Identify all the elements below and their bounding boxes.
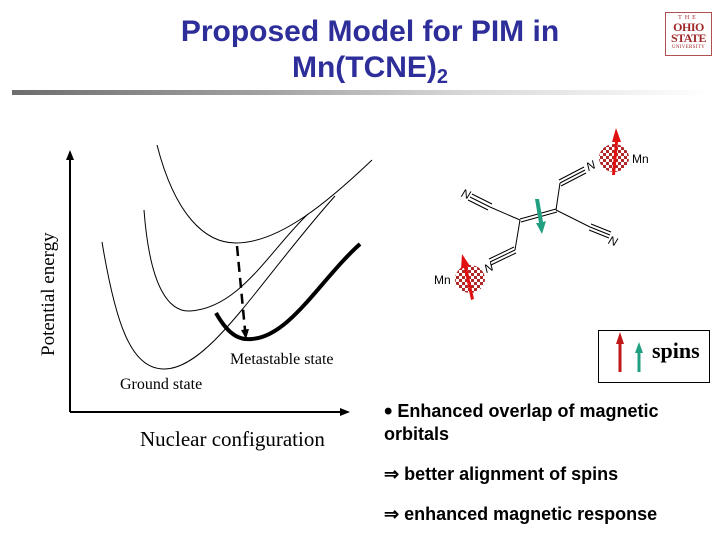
spins-legend-label: spins bbox=[652, 338, 700, 363]
spins-legend bbox=[598, 330, 710, 383]
y-axis-arrow-icon bbox=[66, 150, 74, 160]
y-axis-label: Potential energy bbox=[38, 232, 59, 356]
mn-label-top: Mn bbox=[632, 152, 649, 166]
nitrogen-label: N bbox=[584, 157, 598, 173]
title-divider bbox=[12, 90, 712, 95]
implies-arrow-icon: ⇒ bbox=[384, 464, 400, 484]
spin-legend-arrows bbox=[616, 332, 643, 372]
logo-university: UNIVERSITY bbox=[672, 45, 705, 50]
spin-up-arrow-icon bbox=[461, 254, 474, 300]
transition-dashed-arrow bbox=[235, 245, 247, 331]
nitrogen-label: N bbox=[607, 233, 620, 249]
bullet-point-3-text: enhanced magnetic response bbox=[404, 504, 658, 524]
title-line-1: Proposed Model for PIM in bbox=[180, 15, 560, 48]
conclusion-list: • Enhanced overlap of magnetic orbitals … bbox=[384, 400, 714, 543]
bullet-point-2-text: better alignment of spins bbox=[404, 464, 619, 484]
logo-the: THE bbox=[678, 15, 699, 21]
nitrogen-label: N bbox=[482, 259, 496, 275]
x-axis-arrow-icon bbox=[340, 408, 350, 416]
tcne-molecule: N N N N Mn Mn bbox=[434, 128, 649, 300]
logo-state: STATE bbox=[670, 31, 707, 45]
title-line-2: Mn(TCNE)2 bbox=[291, 51, 449, 88]
excited-state-curve bbox=[156, 144, 373, 244]
title-subscript: 2 bbox=[436, 66, 449, 88]
ohio-state-logo: THE OHIO STATE UNIVERSITY bbox=[665, 12, 712, 56]
slide-title: Proposed Model for PIM in Mn(TCNE)2 bbox=[120, 14, 620, 88]
spin-up-arrow-icon bbox=[612, 128, 621, 175]
transition-arrowhead-icon bbox=[241, 329, 249, 339]
metastable-state-label: Metastable state bbox=[230, 351, 334, 368]
metal-spin-arrow-icon bbox=[616, 332, 624, 344]
ground-state-curve bbox=[101, 195, 336, 370]
mn-orbital-bottom bbox=[455, 265, 485, 293]
x-axis-label: Nuclear configuration bbox=[140, 427, 325, 451]
ligand-spin-arrow-icon bbox=[635, 342, 643, 353]
ground-state-label: Ground state bbox=[120, 376, 202, 393]
logo-ohio: OHIO bbox=[673, 20, 704, 34]
spin-down-arrow-icon bbox=[535, 199, 546, 234]
nitrogen-label: N bbox=[460, 186, 473, 202]
axes bbox=[66, 150, 350, 416]
implies-arrow-icon: ⇒ bbox=[384, 504, 400, 524]
intermediate-state-curve bbox=[143, 209, 309, 312]
bullet-point-2: ⇒ better alignment of spins bbox=[384, 463, 714, 485]
bullet-point-1: • Enhanced overlap of magnetic orbitals bbox=[384, 400, 714, 445]
mn-label-bottom: Mn bbox=[434, 273, 451, 287]
metastable-state-curve bbox=[214, 242, 362, 342]
bullet-point-1-text: Enhanced overlap of magnetic orbitals bbox=[384, 401, 659, 444]
bullet-point-3: ⇒ enhanced magnetic response bbox=[384, 503, 714, 525]
bullet-icon: • bbox=[384, 398, 393, 425]
